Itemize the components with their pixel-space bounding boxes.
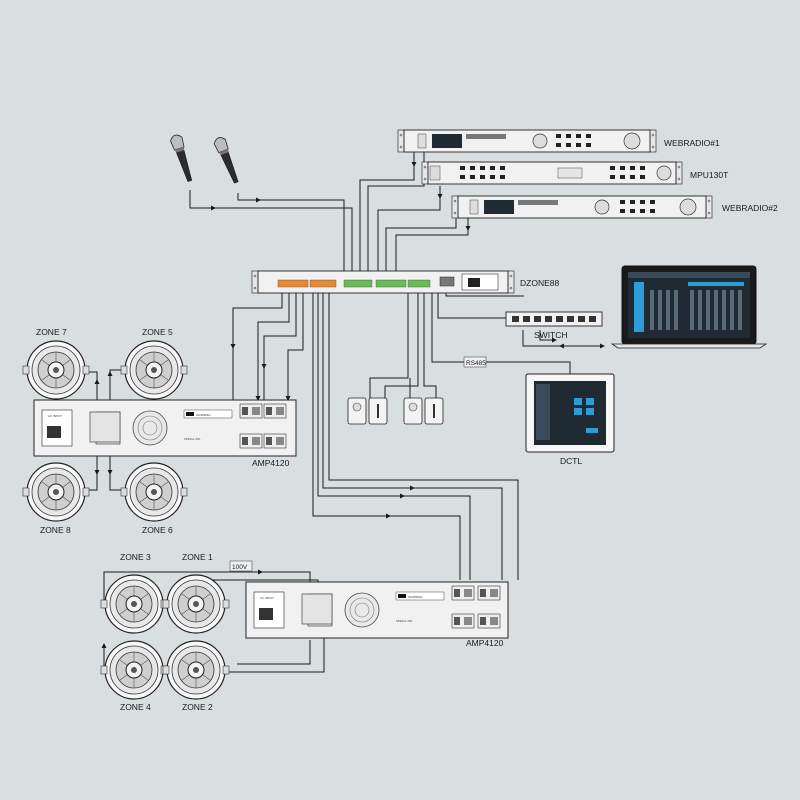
webradio-1-label: WEBRADIO#1 [664, 138, 720, 148]
speaker-zone-1 [162, 574, 230, 634]
rs485-tag: RS485 [463, 356, 486, 368]
zone-2-label: ZONE 2 [182, 702, 213, 712]
microphone-1 [168, 132, 197, 184]
voltage-tag: 100V [229, 560, 253, 572]
zone-8-label: ZONE 8 [40, 525, 71, 535]
switch-label: SWITCH [534, 330, 568, 340]
mpu130t-label: MPU130T [690, 170, 728, 180]
speaker-zone-2 [162, 640, 230, 700]
dctl-wall-panel: DCTL [525, 373, 615, 466]
rs485-label: RS485 [466, 360, 486, 367]
zone-1-label: ZONE 1 [182, 552, 213, 562]
voltage-label: 100V [232, 564, 248, 571]
network-switch: SWITCH [505, 311, 603, 340]
webradio-1-device: WEBRADIO#1 [397, 129, 720, 153]
dctl-label: DCTL [560, 456, 582, 466]
speaker-zone-7 [22, 340, 90, 400]
webradio-2-device: WEBRADIO#2 [451, 195, 778, 219]
dzone88-label: DZONE88 [520, 278, 559, 288]
push-button-panels [347, 397, 444, 425]
speaker-zone-6 [120, 462, 188, 522]
amp4120-lower: AMP4120 [245, 581, 509, 648]
zone-5-label: ZONE 5 [142, 327, 173, 337]
zone-4-label: ZONE 4 [120, 702, 151, 712]
microphone-2 [212, 135, 243, 186]
dzone88-device: DZONE88 [251, 270, 559, 294]
mpu130t-device: MPU130T [421, 161, 728, 185]
wiring [81, 152, 605, 673]
laptop-computer [610, 265, 768, 349]
webradio-2-label: WEBRADIO#2 [722, 203, 778, 213]
amp4120-upper: AMP4120 [33, 399, 297, 468]
amp-upper-label: AMP4120 [252, 458, 290, 468]
speaker-zone-4 [100, 640, 168, 700]
zone-6-label: ZONE 6 [142, 525, 173, 535]
zone-7-label: ZONE 7 [36, 327, 67, 337]
zone-3-label: ZONE 3 [120, 552, 151, 562]
amp-lower-label: AMP4120 [466, 638, 504, 648]
speaker-zone-5 [120, 340, 188, 400]
speaker-zone-3 [100, 574, 168, 634]
speaker-zone-8 [22, 462, 90, 522]
